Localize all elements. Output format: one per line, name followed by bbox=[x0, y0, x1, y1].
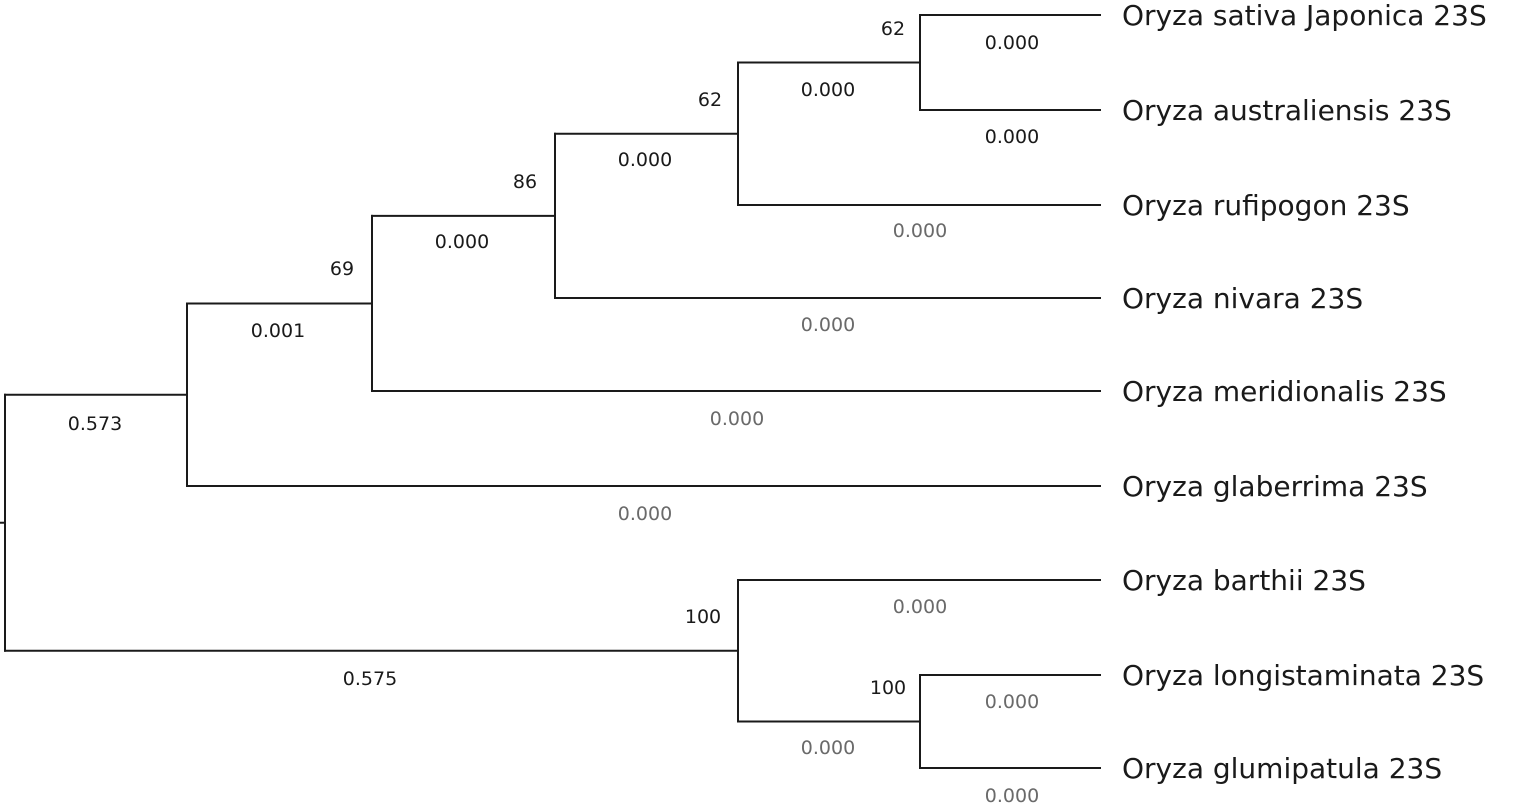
branch-length-barthii: 0.000 bbox=[893, 596, 947, 618]
branch-length-glaberrima: 0.000 bbox=[618, 503, 672, 525]
branch-length-nivara: 0.000 bbox=[801, 314, 855, 336]
branch-length-n_ruf: 0.000 bbox=[618, 149, 672, 171]
branch-length-meridionalis: 0.000 bbox=[710, 408, 764, 430]
branch-length-japonica: 0.000 bbox=[985, 32, 1039, 54]
branch-length-n_niv: 0.000 bbox=[435, 231, 489, 253]
taxon-label-glumipatula: Oryza glumipatula 23S bbox=[1122, 752, 1442, 785]
taxon-label-australiensis: Oryza australiensis 23S bbox=[1122, 94, 1452, 127]
bootstrap-value-n_barthii_group: 100 bbox=[685, 606, 721, 628]
branch-length-glumipatula: 0.000 bbox=[985, 785, 1039, 807]
branch-length-n_barthii_group: 0.575 bbox=[343, 668, 397, 690]
taxon-label-barthii: Oryza barthii 23S bbox=[1122, 564, 1366, 597]
branch-length-n_long_glum: 0.000 bbox=[801, 737, 855, 759]
branch-length-australiensis: 0.000 bbox=[985, 126, 1039, 148]
branch-length-n_sativa_group: 0.573 bbox=[68, 413, 122, 435]
taxon-label-glaberrima: Oryza glaberrima 23S bbox=[1122, 470, 1428, 503]
branch-length-longistaminata: 0.000 bbox=[985, 691, 1039, 713]
bootstrap-value-n_mer: 69 bbox=[330, 258, 354, 280]
branch-length-rufipogon: 0.000 bbox=[893, 220, 947, 242]
taxon-label-rufipogon: Oryza rufipogon 23S bbox=[1122, 189, 1410, 222]
taxon-label-meridionalis: Oryza meridionalis 23S bbox=[1122, 375, 1447, 408]
taxon-label-nivara: Oryza nivara 23S bbox=[1122, 282, 1363, 315]
branch-length-n_jap_aus: 0.000 bbox=[801, 79, 855, 101]
bootstrap-value-n_jap_aus: 62 bbox=[881, 18, 905, 40]
bootstrap-value-n_long_glum: 100 bbox=[870, 677, 906, 699]
taxon-label-longistaminata: Oryza longistaminata 23S bbox=[1122, 659, 1484, 692]
taxon-label-japonica: Oryza sativa Japonica 23S bbox=[1122, 0, 1487, 32]
bootstrap-value-n_ruf: 62 bbox=[698, 89, 722, 111]
bootstrap-value-n_niv: 86 bbox=[513, 171, 537, 193]
branch-length-n_mer: 0.001 bbox=[251, 320, 305, 342]
